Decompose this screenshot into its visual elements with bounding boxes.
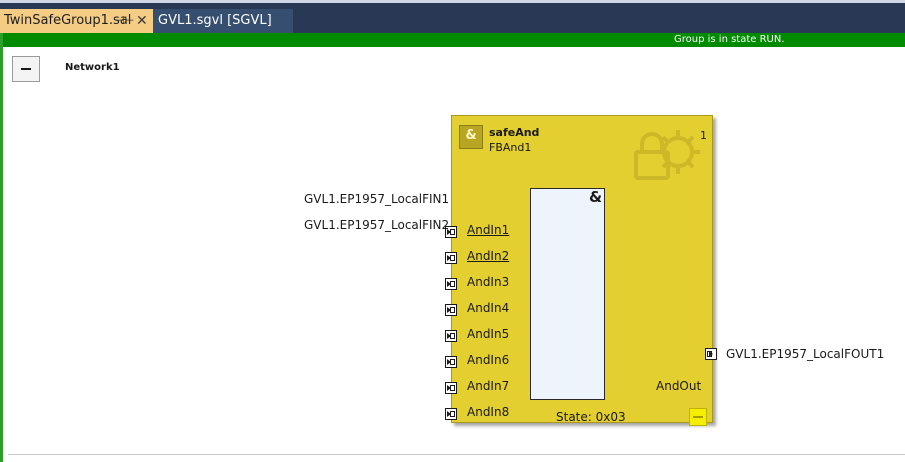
and-operator-symbol: & — [589, 188, 603, 206]
network-title: Network1 — [65, 62, 120, 73]
function-block-logo-icon: & — [459, 125, 483, 149]
tab-label: GVL1.sgvl [SGVL] — [158, 13, 272, 28]
input-port-icon[interactable] — [445, 304, 457, 316]
input-andin4[interactable]: AndIn4 — [467, 301, 510, 315]
input-andin5[interactable]: AndIn5 — [467, 327, 510, 341]
tab-label: TwinSafeGroup1.sal — [4, 13, 132, 28]
tab-strip-top-border — [0, 0, 905, 3]
input-variable-andin1[interactable]: GVL1.EP1957_LocalFIN1 — [304, 192, 450, 206]
close-icon[interactable]: ✕ — [136, 13, 148, 29]
input-andin2[interactable]: AndIn2 — [467, 249, 510, 263]
input-andin7[interactable]: AndIn7 — [467, 379, 510, 393]
input-port-icon[interactable] — [445, 382, 457, 394]
minus-icon — [21, 68, 31, 70]
input-andin3[interactable]: AndIn3 — [467, 275, 510, 289]
input-port-icon[interactable] — [445, 330, 457, 342]
input-port-icon[interactable] — [445, 356, 457, 368]
input-port-icon[interactable] — [445, 252, 457, 264]
function-block-state: State: 0x03 — [556, 410, 626, 424]
function-block-collapse-button[interactable] — [689, 408, 707, 426]
output-variable-andout[interactable]: GVL1.EP1957_LocalFOUT1 — [726, 347, 885, 361]
input-port-icon[interactable] — [445, 226, 457, 238]
function-block-type: safeAnd — [489, 126, 540, 139]
group-status-text: Group is in state RUN. — [674, 34, 785, 45]
function-block-instance: FBAnd1 — [489, 141, 532, 154]
document-tab-strip: TwinSafeGroup1.sal ⊣⊢ ✕ GVL1.sgvl [SGVL] — [0, 0, 905, 33]
tab-gvl1-sgvl[interactable]: GVL1.sgvl [SGVL] — [153, 9, 293, 33]
function-block-number: 1 — [700, 129, 707, 142]
output-port-icon[interactable] — [705, 348, 717, 360]
group-status-bar: Group is in state RUN. — [3, 33, 905, 47]
input-port-icon[interactable] — [445, 278, 457, 290]
output-andout[interactable]: AndOut — [656, 379, 702, 393]
tab-twinsafegroup1[interactable]: TwinSafeGroup1.sal ⊣⊢ ✕ — [0, 9, 153, 33]
network-bottom-divider — [8, 454, 905, 455]
collapse-network-button[interactable] — [12, 56, 40, 82]
input-variable-andin2[interactable]: GVL1.EP1957_LocalFIN2 — [304, 218, 450, 232]
input-port-icon[interactable] — [445, 408, 457, 420]
function-block-logic-area — [530, 188, 605, 400]
input-andin1[interactable]: AndIn1 — [467, 223, 510, 237]
pin-icon[interactable]: ⊣⊢ — [115, 14, 135, 27]
input-andin8[interactable]: AndIn8 — [467, 405, 510, 419]
function-block-safeand[interactable]: & safeAnd FBAnd1 1 & AndIn1 AndIn2 AndIn… — [445, 115, 713, 426]
safety-lock-gear-icon — [634, 130, 700, 180]
safety-editor-canvas[interactable]: Group is in state RUN. Network1 & safeAn… — [0, 33, 905, 462]
input-andin6[interactable]: AndIn6 — [467, 353, 510, 367]
